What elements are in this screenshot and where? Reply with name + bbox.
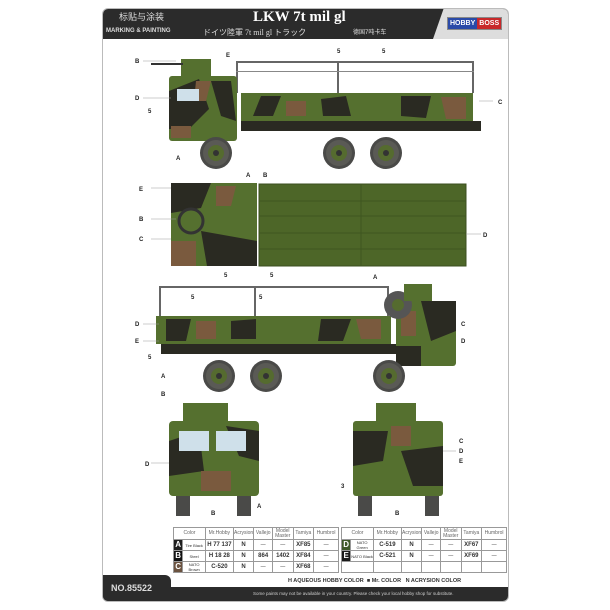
callout: E bbox=[139, 187, 143, 193]
callout: B bbox=[161, 392, 166, 398]
marking-label-en: MARKING & PAINTING bbox=[106, 28, 171, 34]
callout: 5 bbox=[191, 295, 195, 301]
callout: B bbox=[139, 217, 144, 223]
callout: 5 bbox=[224, 273, 228, 279]
page-title: LKW 7t mil gl bbox=[253, 9, 346, 25]
callout: E bbox=[459, 459, 463, 465]
callout: D bbox=[483, 233, 488, 239]
marking-label-cn: 标贴与涂装 bbox=[119, 12, 165, 22]
header-bar: 标贴与涂装 MARKING & PAINTING LKW 7t mil gl ド… bbox=[103, 9, 508, 39]
rear-view bbox=[353, 403, 443, 516]
callout: A bbox=[257, 504, 262, 510]
callout: A bbox=[246, 173, 251, 179]
callout: B bbox=[135, 59, 140, 65]
side-view-right bbox=[156, 284, 456, 392]
subtitle-jp: ドイツ陸軍 7t mil gl トラック bbox=[203, 28, 307, 37]
top-view bbox=[171, 183, 467, 267]
callout: E bbox=[135, 339, 139, 345]
callout: B bbox=[395, 511, 400, 517]
callout: D bbox=[459, 449, 464, 455]
callout: D bbox=[145, 462, 150, 468]
callout: A bbox=[161, 374, 166, 380]
callout: 5 bbox=[148, 109, 152, 115]
callout: B bbox=[211, 511, 216, 517]
callout: 3 bbox=[341, 484, 345, 490]
side-view-left bbox=[151, 59, 481, 169]
callout: C bbox=[498, 100, 503, 106]
callout: D bbox=[135, 322, 140, 328]
callout: 5 bbox=[337, 49, 341, 55]
callout: 5 bbox=[382, 49, 386, 55]
callout: C bbox=[139, 237, 144, 243]
callout: C bbox=[461, 322, 466, 328]
callout: 5 bbox=[148, 355, 152, 361]
substitute-note: Some paints may not be available in your… bbox=[253, 591, 454, 596]
callout: 5 bbox=[259, 295, 263, 301]
color-row-empty bbox=[341, 561, 507, 573]
callout: A bbox=[373, 275, 378, 281]
footer-bar bbox=[103, 587, 508, 601]
subtitle-cn: 德国7吨卡车 bbox=[353, 30, 387, 36]
callout: E bbox=[226, 53, 230, 59]
vehicle-drawings: B E 5 D C A A B 5 5 E B C D 5 5 A 5 5 D … bbox=[135, 49, 503, 517]
paint-legend: H AQUEOUS HOBBY COLOR ■ Mr. COLOR N ACRY… bbox=[288, 578, 462, 584]
callout: D bbox=[135, 96, 140, 102]
callout: D bbox=[461, 339, 466, 345]
callout: C bbox=[459, 439, 464, 445]
front-view bbox=[169, 403, 259, 516]
callout: B bbox=[263, 173, 268, 179]
kit-number: NO.85522 bbox=[103, 575, 171, 601]
callout: 5 bbox=[270, 273, 274, 279]
callout: A bbox=[176, 156, 181, 162]
painting-guide-sheet: 标贴与涂装 MARKING & PAINTING LKW 7t mil gl ド… bbox=[102, 8, 509, 602]
